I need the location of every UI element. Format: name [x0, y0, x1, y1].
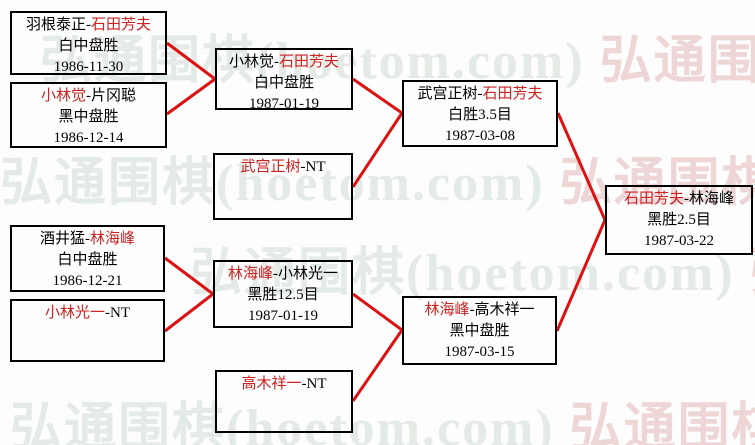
winner-name: 石田芳夫 — [623, 191, 684, 207]
connector-line — [351, 329, 404, 402]
player-name: 羽根泰正- — [25, 17, 91, 33]
connector-line — [164, 292, 214, 333]
match-players: 林海峰-高木祥一 — [404, 300, 555, 321]
player-name: -片冈聪 — [86, 88, 136, 104]
watermark-row: 弘通围棋(hoetom.com) 弘通围棋(hoetom.com) — [0, 140, 755, 215]
connector-line — [166, 77, 216, 116]
match-result: 黑胜2.5目 — [647, 212, 711, 228]
winner-name: 小林光一 — [44, 305, 105, 321]
match-result: 黑中盘胜 — [58, 109, 119, 125]
match-box: 林海峰-小林光一 黑胜12.5目 1987-01-19 — [213, 260, 353, 328]
match-players: 小林觉-石田芳夫 — [217, 52, 351, 73]
match-date: 1987-03-22 — [644, 233, 714, 249]
match-players: 小林光一-NT — [12, 303, 163, 324]
watermark-row: 弘通围棋(hoetom.com) 弘通围棋(hoetom.com) — [10, 385, 755, 445]
watermark-row: 弘通围棋(hoetom.com) 弘通围棋(hoetom.com) — [40, 18, 755, 93]
player-name: 小林觉- — [228, 54, 279, 70]
match-players: 小林觉-片冈聪 — [12, 86, 165, 107]
connector-line — [556, 112, 607, 221]
match-players: 酒井猛-林海峰 — [12, 229, 163, 250]
player-name: -NT — [301, 376, 327, 392]
connector-line — [352, 292, 403, 332]
winner-name: 林海峰 — [424, 302, 470, 318]
match-date: 1987-01-19 — [248, 308, 318, 324]
watermark-text: 弘通围棋(hoetom.com) — [10, 400, 555, 445]
winner-name: 林海峰 — [89, 231, 135, 247]
match-result: 白中盘胜 — [57, 252, 118, 268]
match-players: 羽根泰正-石田芳夫 — [12, 15, 165, 36]
match-date: 1986-11-30 — [53, 59, 124, 75]
match-players: 高木祥一-NT — [217, 374, 351, 395]
player-name: -NT — [105, 305, 130, 321]
winner-name: 武宫正树 — [240, 159, 301, 175]
match-date: 1986-12-14 — [53, 130, 124, 146]
match-players: 石田芳夫-林海峰 — [607, 189, 751, 210]
match-box: 高木祥一-NT — [215, 370, 353, 433]
connector-line — [555, 219, 607, 332]
winner-name: 石田芳夫 — [90, 17, 151, 33]
player-name: -高木祥一 — [469, 302, 535, 318]
match-date: 1986-12-21 — [52, 273, 123, 289]
match-date: 1987-03-08 — [445, 128, 515, 144]
match-box: 小林觉-片冈聪 黑中盘胜 1986-12-14 — [10, 82, 167, 148]
match-box: 林海峰-高木祥一 黑中盘胜 1987-03-15 — [402, 296, 557, 365]
watermark-text: 弘通围棋(hoetom.com) — [559, 155, 755, 212]
match-box: 武宫正树-NT — [213, 153, 353, 220]
winner-name: 林海峰 — [227, 266, 273, 282]
watermark-text: 弘通围棋(hoetom.com) — [750, 245, 755, 302]
match-players: 武宫正树-NT — [215, 157, 351, 178]
match-result: 白中盘胜 — [58, 38, 119, 54]
player-name: -NT — [300, 159, 326, 175]
match-box: 小林光一-NT — [10, 299, 165, 362]
connector-line — [164, 256, 214, 296]
match-players: 林海峰-小林光一 — [215, 264, 351, 285]
match-box: 酒井猛-林海峰 白中盘胜 1986-12-21 — [10, 225, 165, 292]
winner-name: 石田芳夫 — [278, 54, 339, 70]
match-players: 武宫正树-石田芳夫 — [404, 84, 556, 105]
match-date: 1987-01-19 — [249, 96, 319, 112]
match-box: 武宫正树-石田芳夫 白胜3.5目 1987-03-08 — [402, 80, 558, 147]
match-box: 羽根泰正-石田芳夫 白中盘胜 1986-11-30 — [10, 11, 167, 75]
player-name: -小林光一 — [273, 266, 338, 282]
match-result: 黑中盘胜 — [449, 323, 510, 339]
match-date: 1987-03-15 — [444, 344, 515, 360]
watermark-text: 弘通围棋(hoetom.com) — [599, 33, 755, 90]
match-box: 小林觉-石田芳夫 白中盘胜 1987-01-19 — [215, 48, 353, 112]
match-box-final: 石田芳夫-林海峰 黑胜2.5目 1987-03-22 — [605, 185, 753, 255]
player-name: -林海峰 — [684, 191, 734, 207]
watermark-text: 弘通围棋(hoetom.com) — [569, 400, 755, 445]
watermark-text: 弘通围棋(hoetom.com) — [0, 155, 545, 212]
player-name: 武宫正树- — [417, 86, 483, 102]
winner-name: 石田芳夫 — [482, 86, 543, 102]
match-result: 黑胜12.5目 — [247, 287, 319, 303]
winner-name: 小林觉 — [40, 88, 86, 104]
player-name: 酒井猛- — [39, 231, 90, 247]
winner-name: 高木祥一 — [241, 376, 302, 392]
match-result: 白中盘胜 — [253, 75, 314, 91]
connector-line — [351, 112, 404, 188]
connector-line — [166, 41, 216, 81]
match-result: 白胜3.5目 — [448, 107, 512, 123]
connector-line — [352, 77, 403, 115]
